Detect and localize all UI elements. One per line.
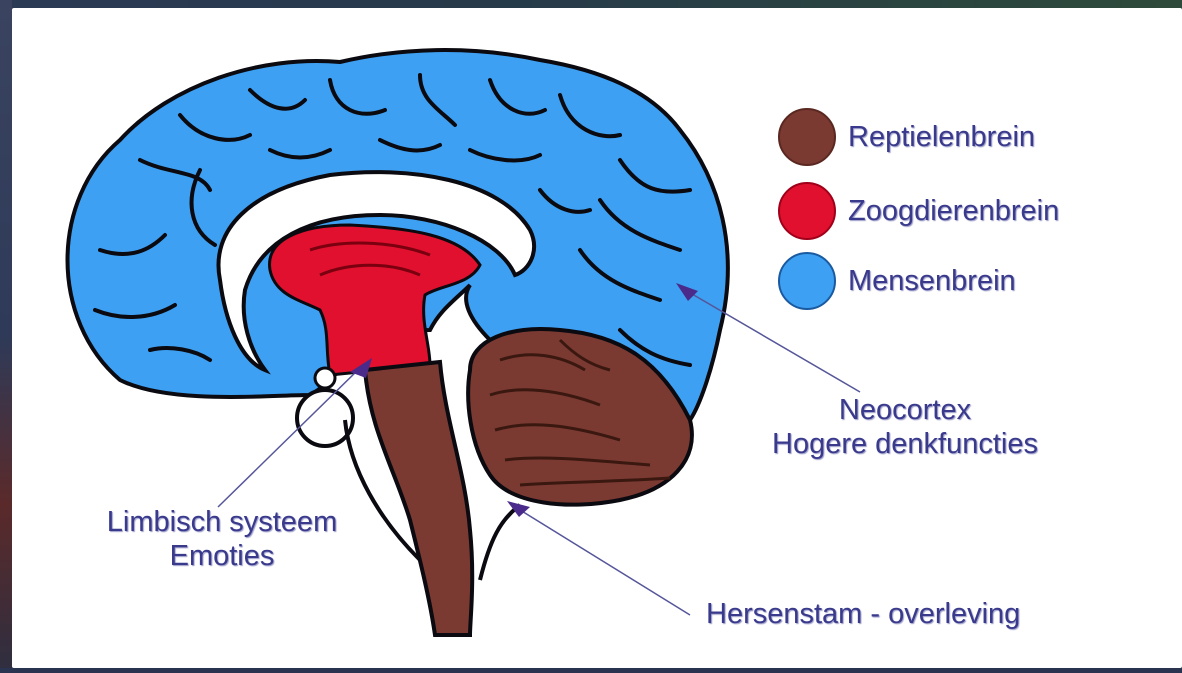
- legend-swatch-human: [778, 252, 836, 310]
- limbic-subtitle: Emoties: [62, 539, 382, 573]
- legend-item-mammal: Zoogdierenbrein: [778, 182, 1118, 242]
- brainstem-region: [365, 362, 472, 635]
- legend-item-reptile: Reptielenbrein: [778, 108, 1098, 168]
- neocortex-subtitle: Hogere denkfuncties: [730, 427, 1080, 461]
- neocortex-title: Neocortex: [730, 393, 1080, 427]
- limbic-title: Limbisch systeem: [62, 505, 382, 539]
- legend-swatch-reptile: [778, 108, 836, 166]
- brainstem-annotation: Hersenstam - overleving: [706, 597, 1020, 631]
- neocortex-annotation: Neocortex Hogere denkfuncties: [730, 393, 1080, 461]
- legend-swatch-mammal: [778, 182, 836, 240]
- legend-item-human: Mensenbrein: [778, 252, 1098, 312]
- limbic-annotation: Limbisch systeem Emoties: [62, 505, 382, 573]
- legend-label-human: Mensenbrein: [848, 264, 1016, 298]
- legend-label-mammal: Zoogdierenbrein: [848, 194, 1059, 228]
- legend-label-reptile: Reptielenbrein: [848, 120, 1035, 154]
